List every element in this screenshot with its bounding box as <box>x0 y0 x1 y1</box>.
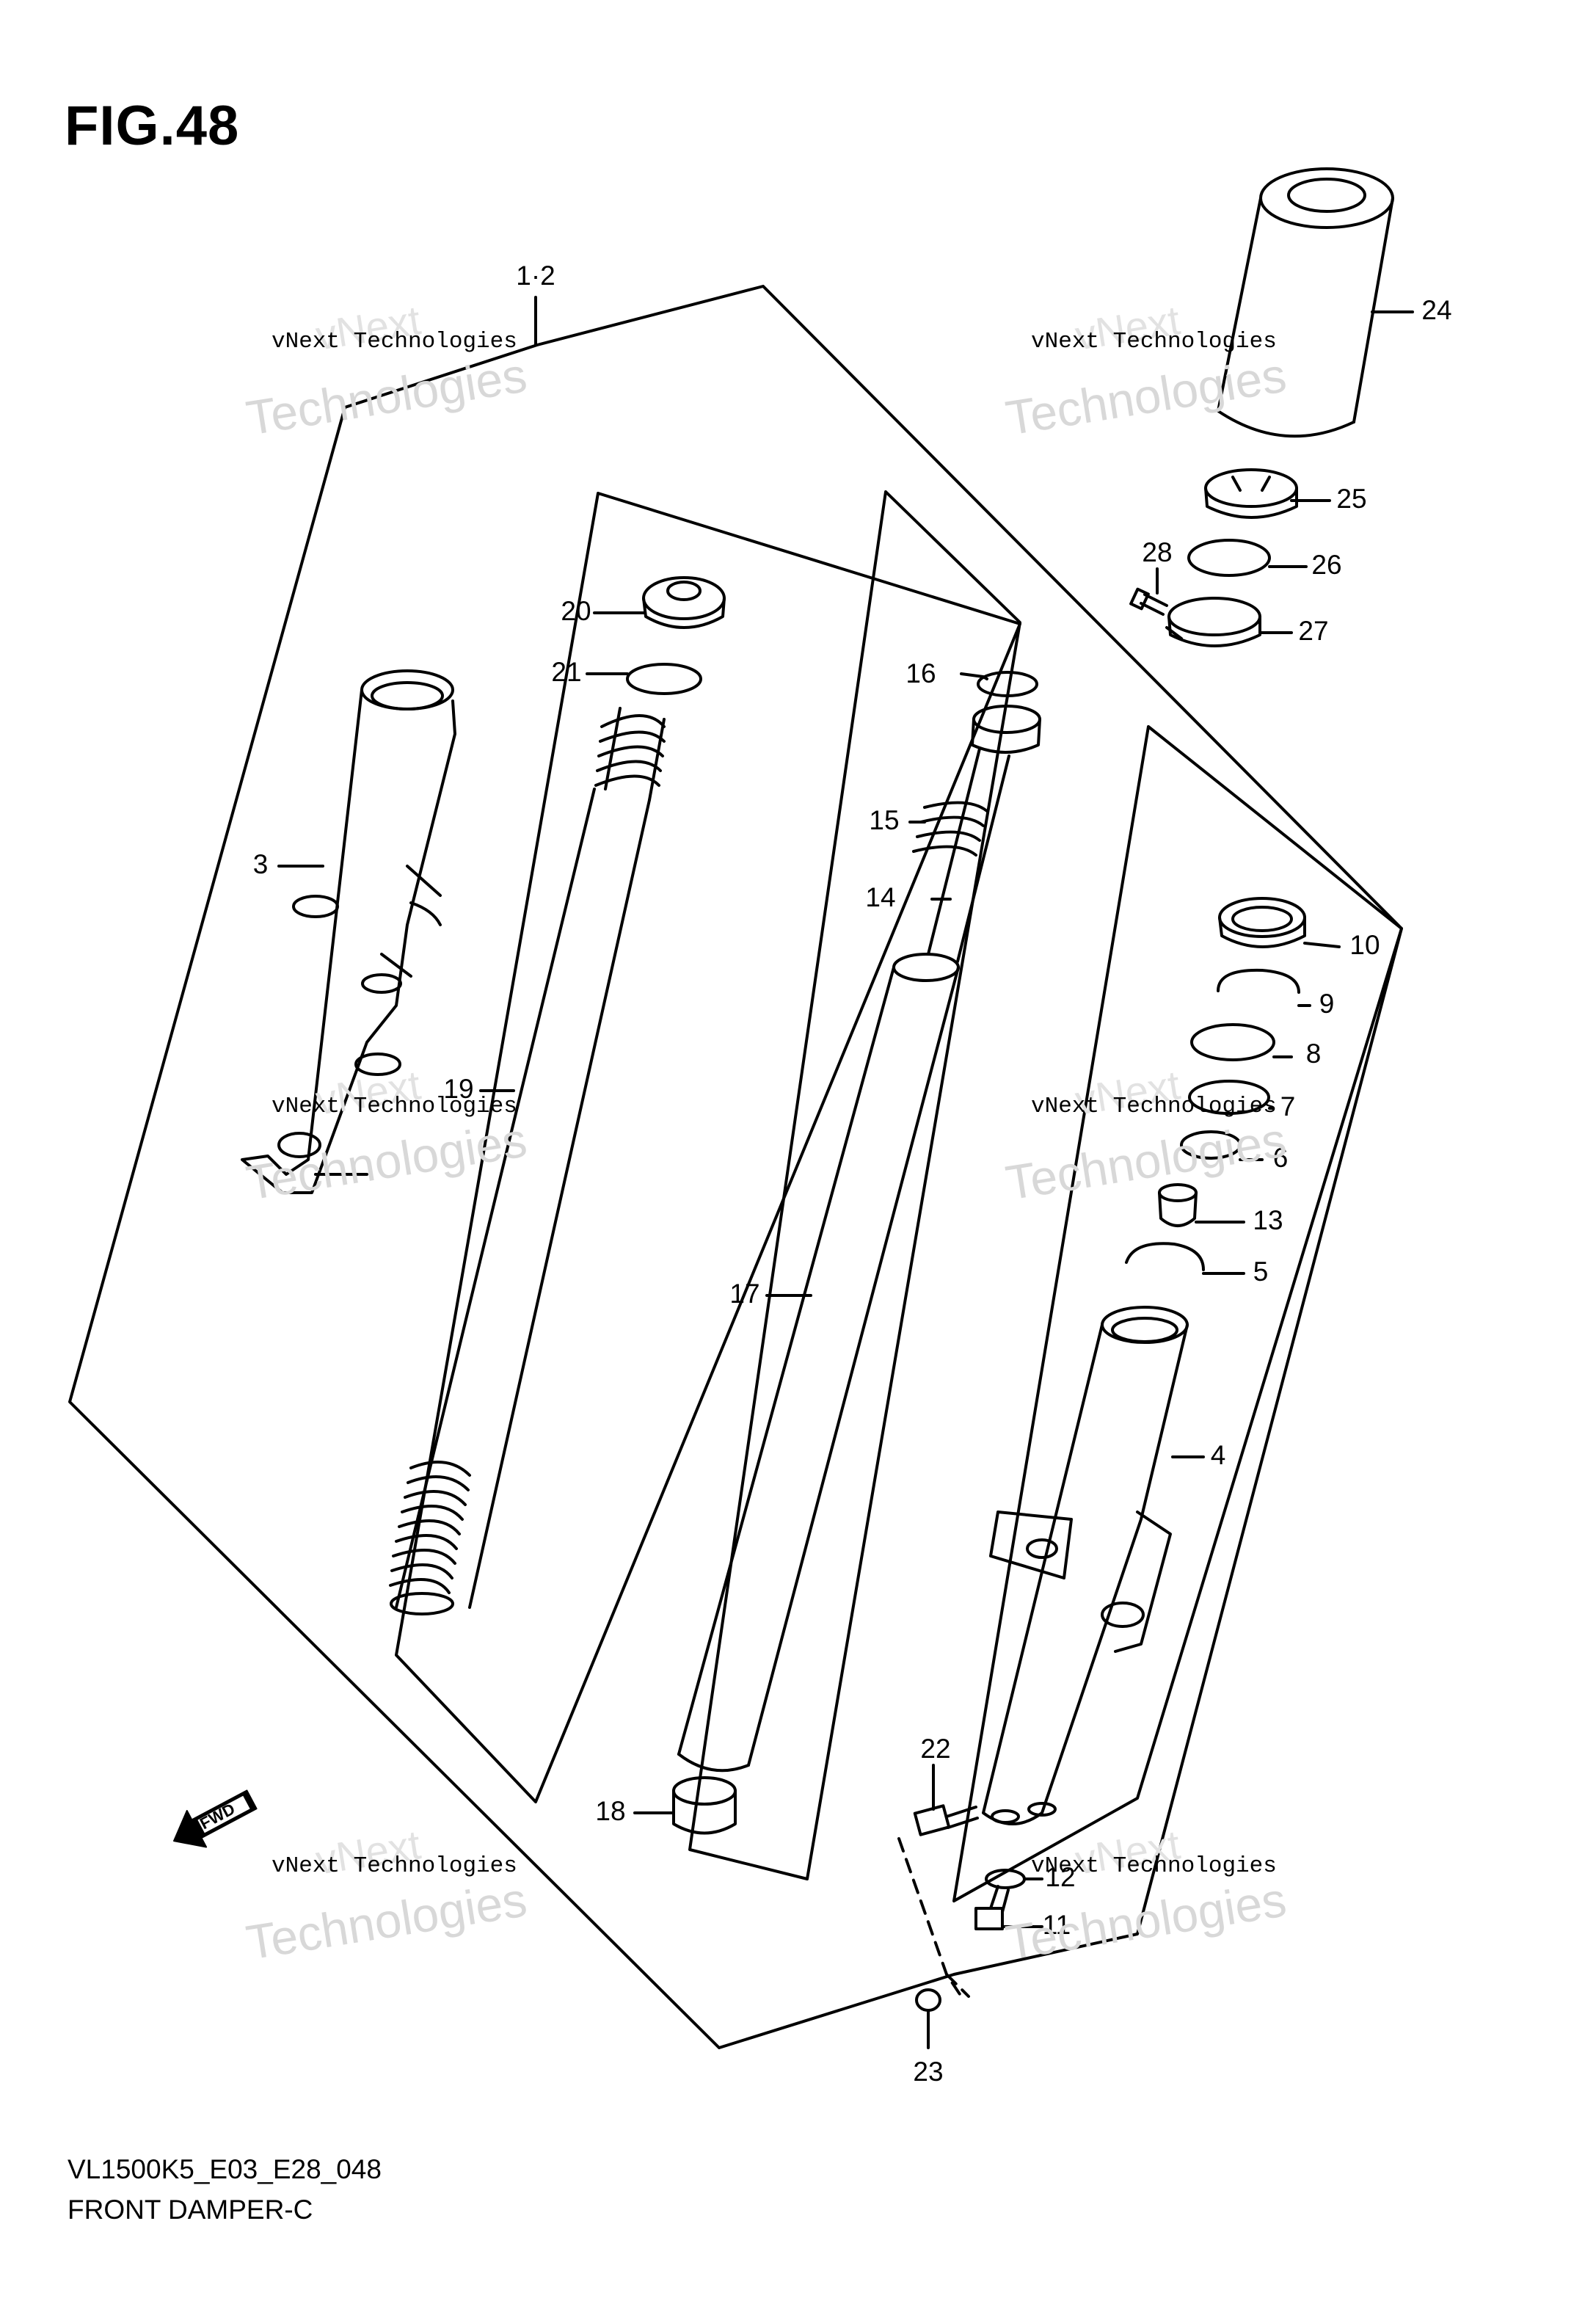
callout-11: 11 <box>1043 1910 1071 1940</box>
callout-13: 13 <box>1253 1205 1283 1235</box>
part-22-bolt <box>913 1804 979 1836</box>
callout-21: 21 <box>551 657 581 687</box>
leader-10 <box>1303 942 1341 948</box>
part-4-fork-outer-tube <box>982 1306 1189 1825</box>
diagram-name: FRONT DAMPER-C <box>68 2195 313 2225</box>
part-13-oil-lock-piece <box>1158 1183 1198 1227</box>
callout-28: 28 <box>1142 537 1172 567</box>
fwd-arrow-icon <box>173 1789 258 1848</box>
part-17-inner-tube <box>677 953 960 1773</box>
assembly-outline <box>68 285 1403 2049</box>
spring-panel-outline <box>395 492 1021 1803</box>
part-24-fork-cover <box>1217 167 1394 438</box>
part-18-slide-bushing <box>672 1776 737 1835</box>
callout-24: 24 <box>1421 295 1451 325</box>
model-code: VL1500K5_E03_E28_048 <box>68 2154 382 2184</box>
part-19-fork-spring <box>389 707 666 1615</box>
callout-17: 17 <box>729 1279 759 1309</box>
callout-26: 26 <box>1311 550 1341 580</box>
part-15-rebound-spring <box>912 801 988 857</box>
part-26-washer <box>1187 539 1271 577</box>
leader-16 <box>960 672 988 680</box>
part-9-stopper-ring <box>1217 968 1300 994</box>
part-6-guide-bushing <box>1180 1130 1242 1160</box>
callout-10: 10 <box>1349 930 1380 960</box>
damper-rod-panel-outline <box>688 490 1021 1880</box>
guide-line-23 <box>945 1973 970 1998</box>
callout-3: 3 <box>253 849 269 879</box>
part-25-spring-retainer <box>1204 468 1298 519</box>
part-28-bolt <box>1129 587 1168 616</box>
callout-23: 23 <box>913 2057 943 2087</box>
callout-1-2: 1·2 <box>516 261 555 291</box>
part-27-clamp <box>1165 597 1261 647</box>
callout-14: 14 <box>865 882 895 912</box>
callout-25: 25 <box>1336 484 1366 514</box>
part-20-cap-bolt <box>642 576 726 629</box>
guide-line-22 <box>897 1837 963 1998</box>
callout-20: 20 <box>561 596 591 626</box>
callout-12: 12 <box>1045 1862 1075 1892</box>
part-11-drain-bolt <box>974 1885 1010 1930</box>
part-23-plug <box>915 1988 941 2012</box>
callout-5: 5 <box>1253 1257 1269 1287</box>
callout-15: 15 <box>869 805 899 835</box>
part-16-o-ring <box>977 671 1038 697</box>
part-14-damper-rod <box>927 705 1041 963</box>
callout-16: 16 <box>906 658 936 688</box>
part-7-seal-spacer <box>1188 1080 1270 1115</box>
callout-9: 9 <box>1319 989 1335 1019</box>
callout-4: 4 <box>1211 1440 1226 1470</box>
callout-18: 18 <box>595 1796 625 1826</box>
part-5-circlip <box>1125 1242 1205 1271</box>
callout-8: 8 <box>1306 1039 1322 1069</box>
callout-19: 19 <box>443 1074 473 1104</box>
callout-22: 22 <box>920 1734 950 1764</box>
callout-27: 27 <box>1298 616 1328 646</box>
callout-6: 6 <box>1273 1143 1289 1173</box>
outer-tube-panel-outline <box>952 725 1403 1902</box>
figure-title: FIG.48 <box>65 95 240 157</box>
part-3-fork-outer-tube <box>241 669 456 1194</box>
part-10-dust-seal <box>1218 897 1306 948</box>
part-21-o-ring <box>626 663 702 695</box>
callout-7: 7 <box>1280 1091 1296 1122</box>
part-8-oil-seal <box>1190 1023 1275 1061</box>
